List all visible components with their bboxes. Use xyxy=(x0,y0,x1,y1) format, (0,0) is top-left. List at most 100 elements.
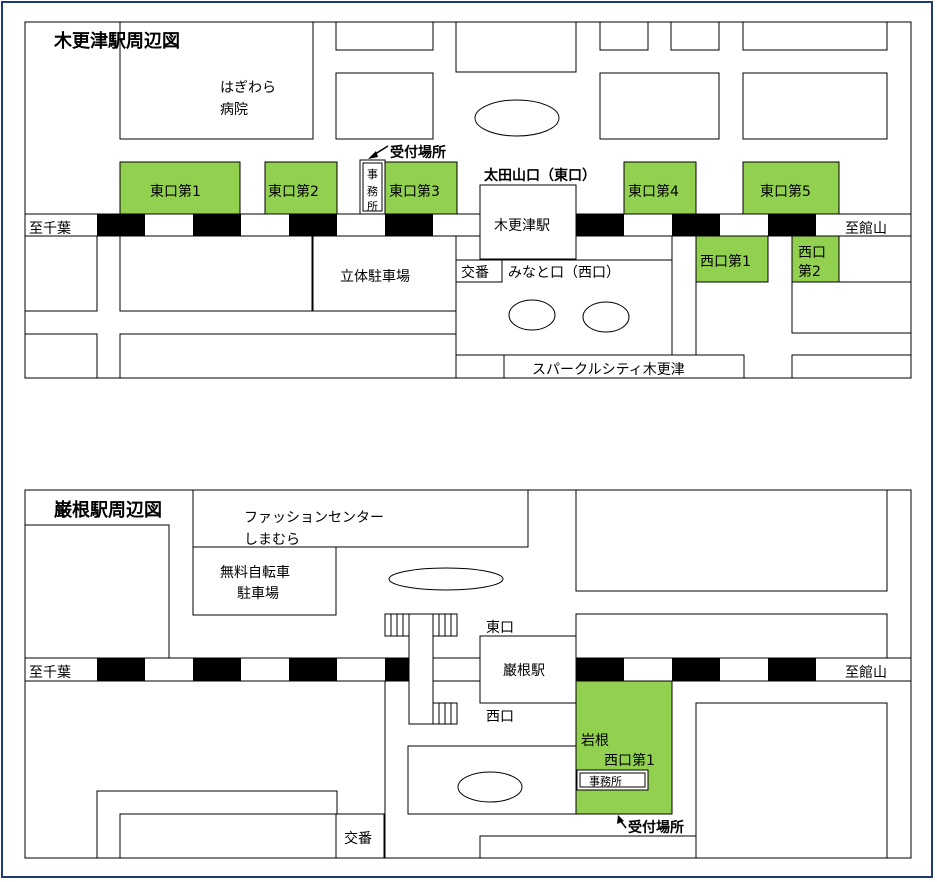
rail-segment xyxy=(97,658,145,681)
to-tateyama-label: 至館山 xyxy=(845,220,887,237)
koban-box xyxy=(455,259,503,283)
east-5-label: 東口第5 xyxy=(760,183,811,200)
hospital-label-1: はぎわら xyxy=(220,80,276,96)
station-label: 巌根駅 xyxy=(503,663,545,679)
road-strip xyxy=(671,235,697,356)
rotary-west-2 xyxy=(582,301,630,333)
rail-segment xyxy=(289,658,337,681)
kisarazu-station xyxy=(479,184,577,260)
lot-label-1: 岩根 xyxy=(581,733,609,749)
koban-label: 交番 xyxy=(344,830,372,847)
reception-label: 受付場所 xyxy=(390,144,446,161)
rotary-west-1 xyxy=(508,299,556,331)
east-1-label: 東口第1 xyxy=(150,183,201,200)
block xyxy=(695,702,888,859)
fashion-label-1: ファッションセンター xyxy=(244,510,384,526)
road-strip xyxy=(479,835,697,859)
block xyxy=(791,281,912,334)
rail-segment xyxy=(576,214,624,236)
block xyxy=(791,354,912,379)
reception-label: 受付場所 xyxy=(628,819,684,836)
rotary-east xyxy=(474,99,560,137)
west-2-label-2: 第2 xyxy=(798,263,821,280)
block xyxy=(742,21,888,51)
footbridge xyxy=(408,613,434,725)
office-label: 事務所 xyxy=(589,774,622,788)
office-box xyxy=(576,769,649,791)
block xyxy=(24,524,170,659)
office-inner xyxy=(579,772,646,788)
rail-segment xyxy=(768,214,816,236)
block xyxy=(575,489,888,592)
parking-east-2 xyxy=(264,161,338,215)
block xyxy=(670,21,720,51)
east-exit-label: 東口 xyxy=(486,620,514,636)
iwane-station xyxy=(479,635,577,704)
office-inner xyxy=(362,162,383,212)
block xyxy=(119,333,457,379)
rail-segment xyxy=(672,214,720,236)
block xyxy=(24,235,98,312)
koban-label: 交番 xyxy=(461,264,489,281)
sparkle-city-label: スパークルシティ木更津 xyxy=(532,362,685,378)
block xyxy=(575,613,888,659)
lot-label-2: 西口第1 xyxy=(604,752,655,769)
east-2-label: 東口第2 xyxy=(268,183,319,200)
east-3-label: 東口第3 xyxy=(389,183,440,200)
to-chiba-label: 至千葉 xyxy=(29,221,71,237)
hospital-label-2: 病院 xyxy=(220,102,248,118)
shimamura-building xyxy=(192,489,529,548)
west-2-label-1: 西口 xyxy=(798,245,826,261)
to-chiba-label: 至千葉 xyxy=(29,665,71,681)
parking-east-3 xyxy=(384,161,458,215)
block xyxy=(24,333,98,379)
parking-east-4 xyxy=(623,161,697,215)
rotary-east xyxy=(388,567,504,591)
fashion-label-2: しまむら xyxy=(244,532,300,548)
office-char-2: 務 xyxy=(367,184,378,198)
parking-west-1 xyxy=(695,235,769,283)
block xyxy=(335,21,434,51)
office-char-3: 所 xyxy=(367,200,378,213)
bike-label-1: 無料自転車 xyxy=(220,564,290,581)
station-label: 木更津駅 xyxy=(494,218,550,234)
parking-building-label: 立体駐車場 xyxy=(340,268,410,285)
minato-exit-label: みなと口（西口） xyxy=(508,265,620,281)
rail-segment xyxy=(193,214,241,236)
koban-box xyxy=(335,813,385,859)
rail-segment xyxy=(768,658,816,681)
block xyxy=(335,72,434,140)
parking-east-5 xyxy=(742,161,840,215)
block xyxy=(742,72,888,140)
bike-label-2: 駐車場 xyxy=(237,585,279,602)
block xyxy=(599,21,649,51)
west-exit-label: 西口 xyxy=(486,709,514,725)
rail-segment xyxy=(576,658,624,681)
bike-parking xyxy=(192,546,337,616)
office-char-1: 事 xyxy=(367,168,378,181)
block xyxy=(455,21,577,73)
to-tateyama-label: 至館山 xyxy=(845,664,887,681)
parking-iwane-west-1 xyxy=(575,680,673,815)
rail-segment xyxy=(193,658,241,681)
parking-east-1 xyxy=(119,161,241,215)
rail-segment xyxy=(289,214,337,236)
rail-segment xyxy=(672,658,720,681)
parking-west-2 xyxy=(791,235,840,283)
map1-title: 木更津駅周辺図 xyxy=(53,30,180,52)
ota-exit-label: 太田山口（東口） xyxy=(484,167,596,184)
rail-segment xyxy=(385,658,409,681)
office-box xyxy=(359,159,386,215)
reception-arrow-head xyxy=(617,815,624,824)
block xyxy=(119,235,313,312)
hagiwara-hospital-block xyxy=(119,21,314,140)
reception-arrow-head xyxy=(368,151,378,159)
rotary-west xyxy=(457,771,523,803)
sparkle-city-building xyxy=(503,354,745,379)
west-1-label: 西口第1 xyxy=(700,253,751,270)
iwane-map: 巌根駅周辺図 ファッションセンター しまむら 無料自転車 駐車場 東口 巌根駅 … xyxy=(24,489,912,859)
east-4-label: 東口第4 xyxy=(628,183,679,200)
map2-title: 巌根駅周辺図 xyxy=(54,499,162,521)
